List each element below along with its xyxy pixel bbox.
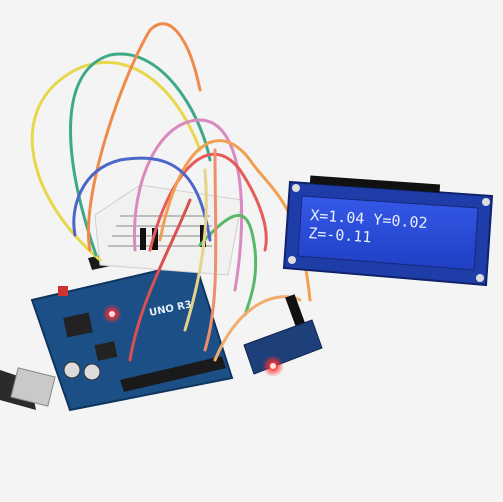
wire-salmon [203, 148, 218, 352]
wire-red-2 [128, 198, 192, 362]
lcd-line-2: Z=-0.11 [308, 224, 372, 246]
wire-red [148, 152, 268, 252]
wire-yellow [30, 61, 202, 262]
lcd-screen [297, 195, 479, 271]
pin-header [152, 228, 158, 250]
pin-header [200, 225, 206, 247]
wire-green [198, 213, 258, 317]
sensor-led [270, 363, 276, 369]
wire-teal [69, 52, 212, 257]
board-led [109, 311, 115, 317]
mount-hole [292, 184, 300, 192]
lcd-module: X=1.04 Y=0.02 Z=-0.11 [282, 175, 494, 287]
mount-hole [482, 198, 490, 206]
pin-header [140, 228, 146, 250]
wire-blue [72, 156, 212, 242]
sensor-module [243, 294, 323, 377]
lcd-header-pins [309, 175, 441, 193]
mount-hole [288, 256, 296, 264]
reset-button [58, 286, 68, 296]
capacitor [83, 363, 101, 381]
regulator-chip [94, 341, 118, 361]
wire-orange [86, 22, 202, 252]
capacitor [63, 361, 81, 379]
wire-tan [183, 168, 208, 332]
sensor-pins [285, 294, 305, 326]
usb-cable [0, 367, 56, 410]
usb-chip [63, 312, 93, 338]
power-header [120, 356, 226, 392]
wire-pink [132, 118, 244, 292]
mount-hole [476, 274, 484, 282]
